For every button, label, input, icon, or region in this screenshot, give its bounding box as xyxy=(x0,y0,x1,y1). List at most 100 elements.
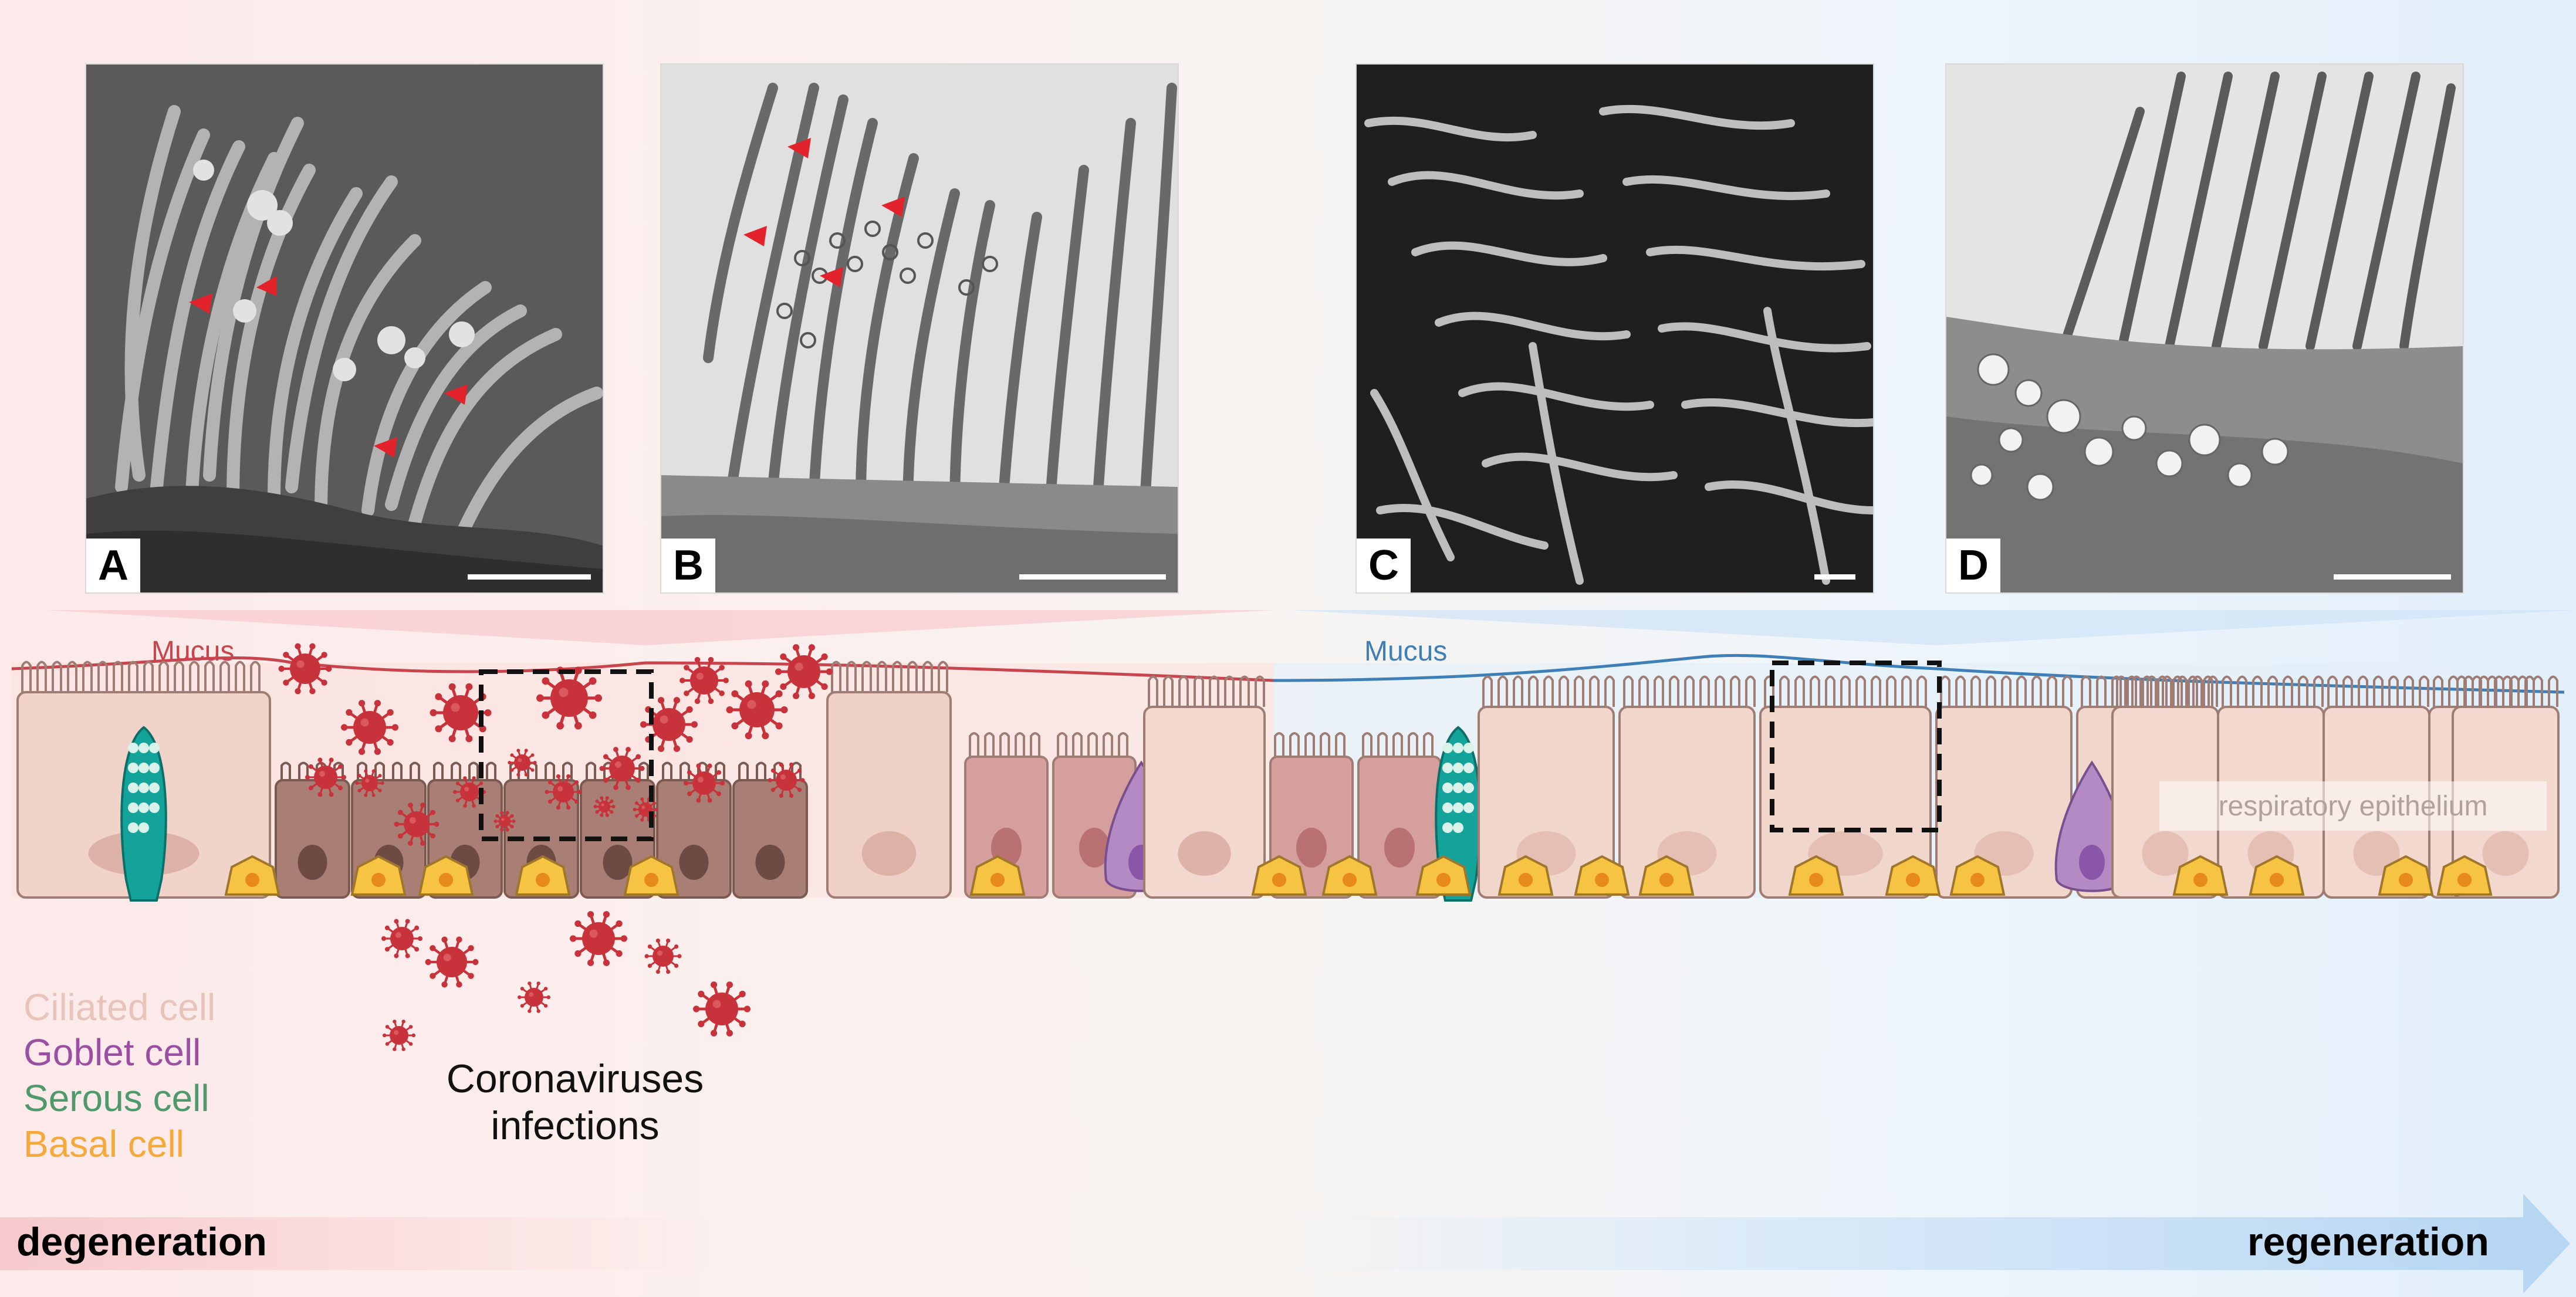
ciliated-cell xyxy=(1143,675,1266,899)
goblet-cell-nucleus xyxy=(2079,845,2105,880)
virus-particle xyxy=(305,757,346,797)
virus-spike-tip xyxy=(472,804,476,808)
virus-highlight xyxy=(395,932,401,938)
virus-spike-tip xyxy=(731,722,739,730)
basal-cell-nucleus xyxy=(990,873,1005,887)
serous-granule xyxy=(1442,743,1453,753)
damaged-cell xyxy=(732,761,808,899)
virus-spike-tip xyxy=(780,653,787,661)
virus-spike-tip xyxy=(545,790,549,794)
virus-core xyxy=(739,692,775,727)
virus-particle xyxy=(493,811,516,832)
serous-granule xyxy=(1453,822,1463,833)
virus-spike-tip xyxy=(374,748,381,755)
virus-core xyxy=(609,756,635,781)
basal-cell-nucleus xyxy=(371,873,386,887)
virus-spike-tip xyxy=(401,1020,405,1024)
virus-spike-tip xyxy=(599,766,605,771)
virus-spike-tip xyxy=(394,953,399,959)
damaged-cilia xyxy=(433,761,496,780)
respiratory-epithelium-label: respiratory epithelium xyxy=(2159,781,2547,831)
serous-granule xyxy=(1463,783,1474,793)
cilia xyxy=(1764,675,1927,707)
virus-core xyxy=(361,775,378,791)
virus-spike-tip xyxy=(408,802,413,808)
ciliated-cell xyxy=(1759,675,1932,899)
virus-spike-tip xyxy=(779,762,783,767)
virus-spike-tip xyxy=(357,774,361,778)
virus-spike-tip xyxy=(574,722,582,730)
virus-spike-tip xyxy=(635,754,641,760)
virus-spike-tip xyxy=(684,665,689,670)
virus-highlight xyxy=(660,715,668,724)
cell-nucleus xyxy=(1178,831,1231,876)
virus-spike-tip xyxy=(516,749,520,753)
virus-spike-tip xyxy=(779,793,783,798)
virus-particle xyxy=(593,796,616,817)
virus-spike-tip xyxy=(770,768,776,773)
virus-spike-tip xyxy=(387,739,394,746)
virus-spike-tip xyxy=(640,818,644,822)
virus-highlight xyxy=(464,787,469,792)
virus-spike-tip xyxy=(341,724,348,731)
virus-spike-tip xyxy=(821,653,828,661)
virus-spike-tip xyxy=(716,770,722,775)
virus-particle xyxy=(570,911,627,966)
virus-spike-tip xyxy=(743,1005,751,1012)
virus-spike-tip xyxy=(610,799,614,803)
virus-spike-tip xyxy=(418,936,422,941)
virus-spike-tip xyxy=(430,810,435,815)
virus-core xyxy=(514,754,530,771)
virus-spike-tip xyxy=(456,981,462,988)
virus-spike-tip xyxy=(542,677,550,685)
basal-cell xyxy=(1949,855,2006,896)
virus-core xyxy=(443,695,478,730)
virus-spike-tip xyxy=(408,841,413,846)
cilia xyxy=(2456,675,2558,707)
virus-core xyxy=(599,801,610,812)
virus-spike-tip xyxy=(775,722,783,730)
virus-spike-tip xyxy=(358,748,366,755)
virus-spike-tip xyxy=(536,981,540,986)
virus-particle xyxy=(381,919,422,959)
virus-spike-tip xyxy=(455,781,460,785)
virus-core xyxy=(653,708,685,741)
virus-spike-tip xyxy=(616,920,623,927)
virus-particle xyxy=(680,656,729,705)
panel-letter-a: A xyxy=(86,539,140,592)
virus-spike-tip xyxy=(387,709,394,716)
basal-cell xyxy=(1321,855,1378,896)
basal-cell xyxy=(1638,855,1695,896)
basal-cell xyxy=(1788,855,1844,896)
basal-cell xyxy=(2172,855,2229,896)
virus-highlight xyxy=(296,660,305,668)
virus-core xyxy=(437,947,467,977)
basal-cell-nucleus xyxy=(2457,873,2472,887)
virus-spike-tip xyxy=(479,781,484,785)
basal-cell-nucleus xyxy=(1343,873,1357,887)
serous-granule xyxy=(138,743,149,753)
damaged-cilia xyxy=(357,761,420,780)
virus-spike-tip xyxy=(430,833,435,839)
virus-core xyxy=(499,815,511,827)
virus-spike-tip xyxy=(398,833,403,839)
virus-spike-tip xyxy=(762,680,769,688)
virus-spike-tip xyxy=(305,775,310,780)
virus-spike-tip xyxy=(546,995,550,1000)
virus-spike-tip xyxy=(634,814,638,818)
virus-spike-tip xyxy=(674,944,679,949)
virus-spike-tip xyxy=(694,698,701,705)
virus-spike-tip xyxy=(710,981,718,988)
basal-cell xyxy=(2249,855,2305,896)
serous-granule xyxy=(1463,743,1474,753)
virus-spike-tip xyxy=(716,791,722,797)
virus-spike-tip xyxy=(355,781,359,785)
cell-body xyxy=(1759,706,1932,899)
virus-spike-tip xyxy=(556,805,560,810)
damaged-cilia xyxy=(738,761,802,780)
virus-spike-tip xyxy=(719,665,725,670)
virus-spike-tip xyxy=(364,793,368,797)
virus-spike-tip xyxy=(574,780,579,785)
virus-spike-tip xyxy=(698,990,705,998)
serous-granule xyxy=(149,743,160,753)
